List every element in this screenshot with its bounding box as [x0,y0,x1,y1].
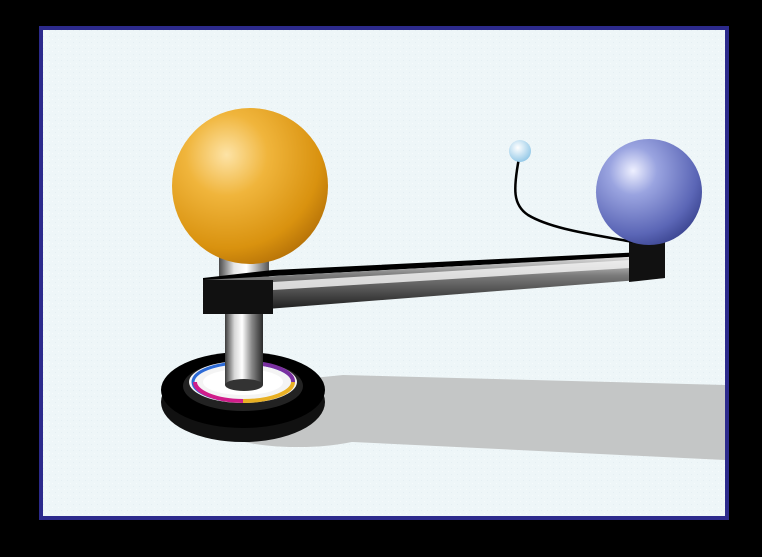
picture-frame [39,26,729,520]
central-post [219,245,269,391]
orrery-illustration [43,30,725,516]
moon-sphere [509,140,531,162]
earth-sphere [596,139,702,245]
sun-sphere [172,108,328,264]
